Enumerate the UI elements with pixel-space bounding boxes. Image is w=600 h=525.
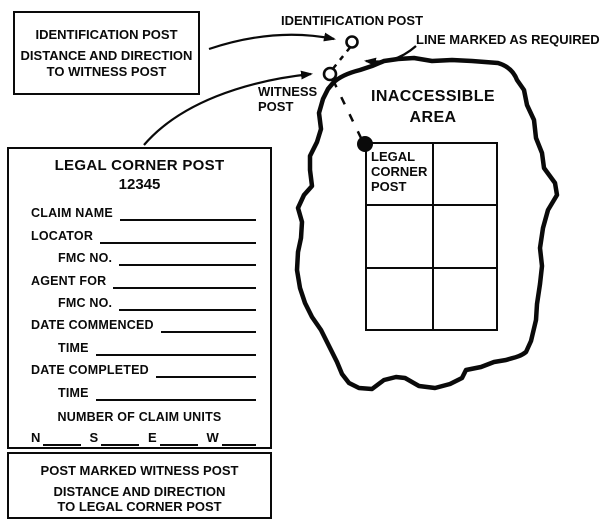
blank-line	[95, 353, 256, 356]
identification-post-label: IDENTIFICATION POST	[281, 13, 424, 28]
form-row-fmc-no-2: FMC NO.	[31, 289, 256, 311]
form-row-date-commenced: DATE COMMENCED	[31, 311, 256, 334]
grid-corner-post-label: LEGAL CORNER POST	[371, 149, 428, 194]
arrow-claimbox-to-witnesspost	[143, 70, 313, 146]
blank-line	[159, 443, 198, 446]
identification-post-marker	[345, 35, 359, 49]
witness-note-line2: DISTANCE AND DIRECTION	[53, 483, 226, 499]
blank-line	[113, 286, 256, 289]
blank-line	[95, 398, 256, 401]
line-marked-label: LINE MARKED AS REQUIRED	[416, 32, 600, 47]
form-row-date-completed: DATE COMPLETED	[31, 356, 256, 379]
blank-line	[100, 241, 256, 244]
witness-note-line1: POST MARKED WITNESS POST	[40, 463, 239, 478]
blank-line	[221, 443, 256, 446]
identification-post-box-title: IDENTIFICATION POST	[35, 26, 178, 42]
marked-line-dashed	[332, 46, 351, 69]
identification-post-box: IDENTIFICATION POST DISTANCE AND DIRECTI…	[13, 11, 200, 95]
claim-units-grid	[365, 142, 498, 331]
blank-line	[160, 331, 256, 334]
sign-number: 12345	[118, 176, 161, 193]
blank-line	[43, 443, 81, 446]
form-row-time-2: TIME	[31, 378, 256, 401]
form-row-locator: LOCATOR	[31, 221, 256, 244]
direction-east: E	[148, 430, 198, 446]
blank-line	[119, 264, 256, 267]
form-row-fmc-no-1: FMC NO.	[31, 244, 256, 267]
units-heading: NUMBER OF CLAIM UNITS	[57, 409, 222, 424]
form-row-agent-for: AGENT FOR	[31, 266, 256, 289]
blank-line	[101, 443, 139, 446]
direction-south: S	[90, 430, 139, 446]
witness-note-line3: TO LEGAL CORNER POST	[57, 499, 222, 514]
direction-north: N	[31, 430, 81, 446]
form-row-claim-name: CLAIM NAME	[31, 199, 256, 222]
arrow-idbox-to-idpost	[208, 32, 336, 51]
blank-line	[155, 376, 256, 379]
blank-line	[119, 308, 256, 311]
witness-post-marker	[322, 66, 338, 82]
legal-corner-post-dot	[357, 136, 373, 152]
legal-corner-post-sign: LEGAL CORNER POST 12345 CLAIM NAME LOCAT…	[7, 147, 272, 449]
witness-post-label: WITNESS POST	[258, 84, 318, 114]
witness-post-note-box: POST MARKED WITNESS POST DISTANCE AND DI…	[7, 452, 272, 519]
blank-line	[119, 219, 256, 222]
direction-units-row: N S E W	[31, 426, 256, 446]
inaccessible-area-label: INACCESSIBLE AREA	[371, 88, 495, 126]
identification-post-box-line3: TO WITNESS POST	[46, 63, 167, 79]
direction-west: W	[207, 430, 256, 446]
sign-title: LEGAL CORNER POST	[54, 157, 225, 174]
identification-post-box-line2: DISTANCE AND DIRECTION	[20, 47, 193, 63]
form-row-time-1: TIME	[31, 333, 256, 356]
arrow-linelabel-to-dash	[364, 45, 417, 67]
